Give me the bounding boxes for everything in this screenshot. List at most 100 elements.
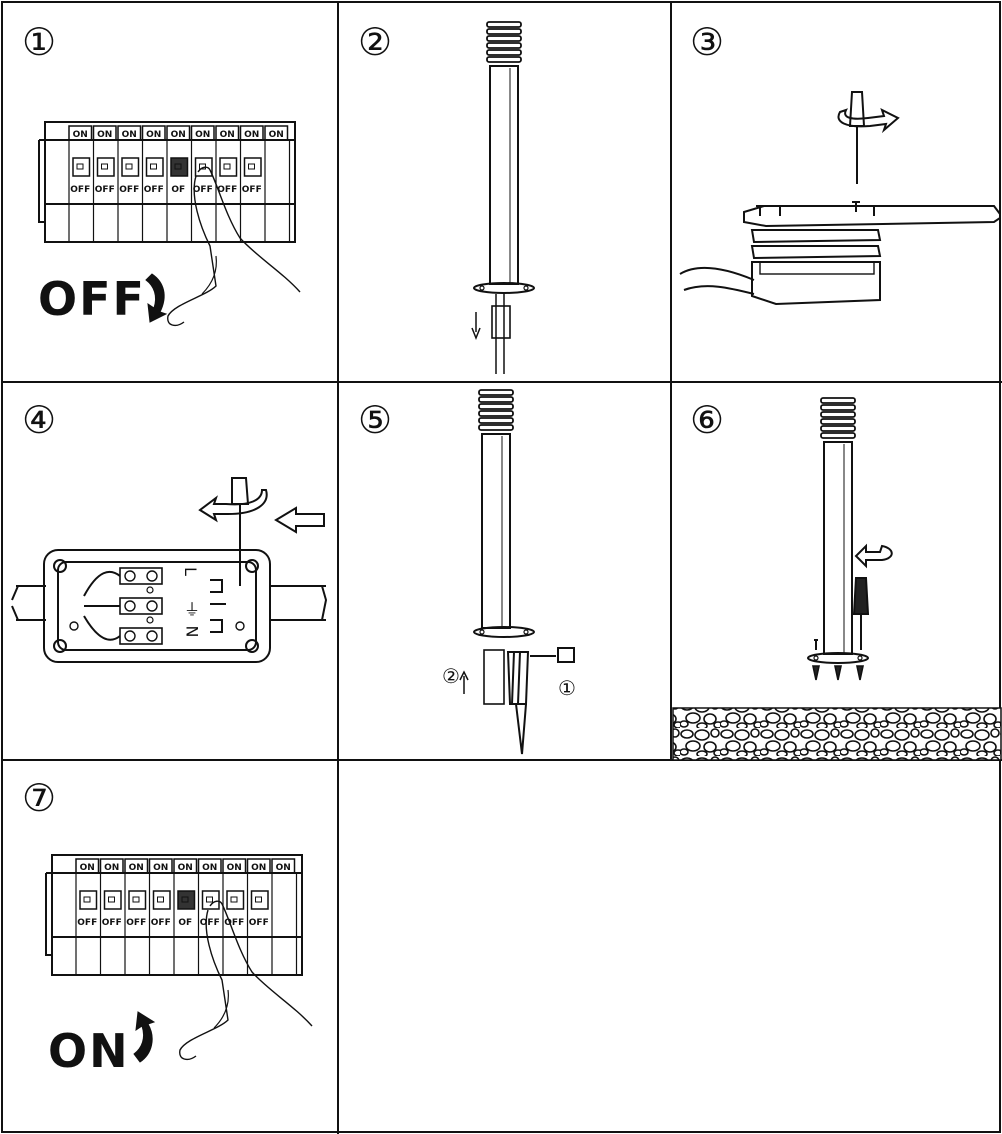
box-screw bbox=[756, 205, 764, 216]
breaker-toggle bbox=[177, 890, 196, 910]
breaker-side-flange bbox=[45, 872, 52, 956]
spike-fins bbox=[506, 651, 530, 705]
terminal-block bbox=[119, 567, 163, 585]
rotate-arrow-icon bbox=[854, 543, 893, 569]
breaker-off-label: OFF bbox=[217, 185, 237, 195]
breaker-off-label: OFF bbox=[70, 185, 90, 195]
post-head-ring bbox=[820, 432, 856, 439]
breaker-toggle bbox=[250, 890, 269, 910]
breaker-on-box bbox=[197, 858, 222, 874]
post-head-ring bbox=[478, 389, 514, 396]
breaker-off-label: OFF bbox=[151, 918, 171, 928]
wiring-box-outer bbox=[43, 549, 271, 663]
post-head-ring bbox=[486, 35, 522, 42]
breaker-toggle bbox=[128, 890, 147, 910]
step-1-action-label: OFF bbox=[38, 272, 146, 326]
mounting-hole bbox=[245, 559, 259, 573]
mounting-hole bbox=[53, 639, 67, 653]
breaker-on-box bbox=[75, 858, 100, 874]
breaker-toggle bbox=[96, 157, 115, 177]
breaker-on-box bbox=[173, 858, 198, 874]
breaker-off-label: OFF bbox=[144, 185, 164, 195]
breaker-on-label: ON bbox=[269, 130, 284, 140]
mounting-hole bbox=[245, 639, 259, 653]
step-5-substep-1: ① bbox=[558, 676, 576, 700]
post-head-ring bbox=[478, 410, 514, 417]
breaker-side-flange bbox=[38, 139, 45, 223]
breaker-on-box bbox=[99, 858, 124, 874]
breaker-toggle bbox=[170, 157, 189, 177]
box-cable bbox=[679, 267, 755, 295]
post-head-ring bbox=[820, 404, 856, 411]
post-head-ring bbox=[820, 425, 856, 432]
breaker-toggle bbox=[243, 157, 262, 177]
breaker-on-label: ON bbox=[129, 863, 144, 873]
box-screw bbox=[852, 201, 860, 212]
down-arrow-icon bbox=[145, 273, 168, 323]
box-pin bbox=[146, 616, 154, 624]
junction-box bbox=[483, 649, 505, 705]
screwdriver-handle bbox=[852, 577, 870, 615]
breaker-on-box bbox=[215, 125, 240, 141]
breaker-on-label: ON bbox=[171, 130, 186, 140]
breaker-toggle-window bbox=[206, 896, 213, 903]
step-3-number: ③ bbox=[690, 20, 725, 64]
breaker-off-label: OF bbox=[178, 918, 192, 928]
breaker-on-box bbox=[141, 125, 166, 141]
step-4-wiring-box bbox=[11, 477, 328, 663]
post-body bbox=[823, 441, 853, 655]
base-hole bbox=[813, 655, 819, 661]
terminal-mark-n: N bbox=[182, 625, 202, 638]
up-arrow-icon bbox=[133, 1011, 156, 1063]
step-2-junction-box bbox=[491, 305, 511, 339]
cable-left bbox=[11, 585, 46, 621]
box-pin bbox=[146, 586, 154, 594]
breaker-on-box bbox=[148, 858, 173, 874]
push-arrow-icon bbox=[274, 506, 325, 534]
anchor-screw bbox=[834, 665, 842, 681]
post-head-ring bbox=[486, 56, 522, 63]
fingertip bbox=[209, 900, 223, 907]
post-head-ring bbox=[478, 396, 514, 403]
breaker-off-label: OFF bbox=[126, 918, 146, 928]
hand-outline-left bbox=[167, 175, 217, 327]
terminal-screw bbox=[124, 630, 136, 642]
breaker-on-label: ON bbox=[122, 130, 137, 140]
breaker-on-box bbox=[264, 125, 289, 141]
breaker-off-label: OFF bbox=[242, 185, 262, 195]
breaker-off-label: OFF bbox=[102, 918, 122, 928]
breaker-toggle-window bbox=[199, 163, 206, 170]
breaker-off-label: OFF bbox=[249, 918, 269, 928]
breaker-toggle bbox=[145, 157, 164, 177]
post-base-plate bbox=[807, 652, 869, 664]
breaker-on-box bbox=[190, 125, 215, 141]
breaker-toggle bbox=[72, 157, 91, 177]
breaker-toggle-window bbox=[255, 896, 262, 903]
breaker-on-label: ON bbox=[195, 130, 210, 140]
step-6-tools bbox=[812, 543, 893, 681]
post-head-ring bbox=[478, 417, 514, 424]
box-gasket bbox=[750, 229, 882, 244]
base-hole bbox=[479, 285, 485, 291]
breaker-on-box bbox=[68, 125, 93, 141]
step-5-post bbox=[478, 389, 514, 629]
step-5-base bbox=[473, 626, 535, 638]
clamp-screw bbox=[69, 621, 79, 631]
terminal-screw bbox=[146, 630, 158, 642]
base-hole bbox=[857, 655, 863, 661]
hand-crease bbox=[201, 255, 217, 295]
spike-screw bbox=[530, 647, 575, 663]
box-gasket bbox=[750, 245, 882, 260]
breaker-on-label: ON bbox=[220, 130, 235, 140]
breaker-toggle bbox=[103, 890, 122, 910]
step-6-number: ⑥ bbox=[690, 398, 725, 442]
breaker-on-label: ON bbox=[244, 130, 259, 140]
step-1-number: ① bbox=[22, 20, 57, 64]
post-head-ring bbox=[486, 42, 522, 49]
anchor-screw bbox=[812, 665, 820, 681]
breaker-on-box bbox=[239, 125, 264, 141]
terminal-screw bbox=[124, 570, 136, 582]
breaker-toggle-window bbox=[223, 163, 231, 170]
anchor-screw bbox=[856, 665, 864, 681]
breaker-toggle-window bbox=[108, 896, 115, 903]
